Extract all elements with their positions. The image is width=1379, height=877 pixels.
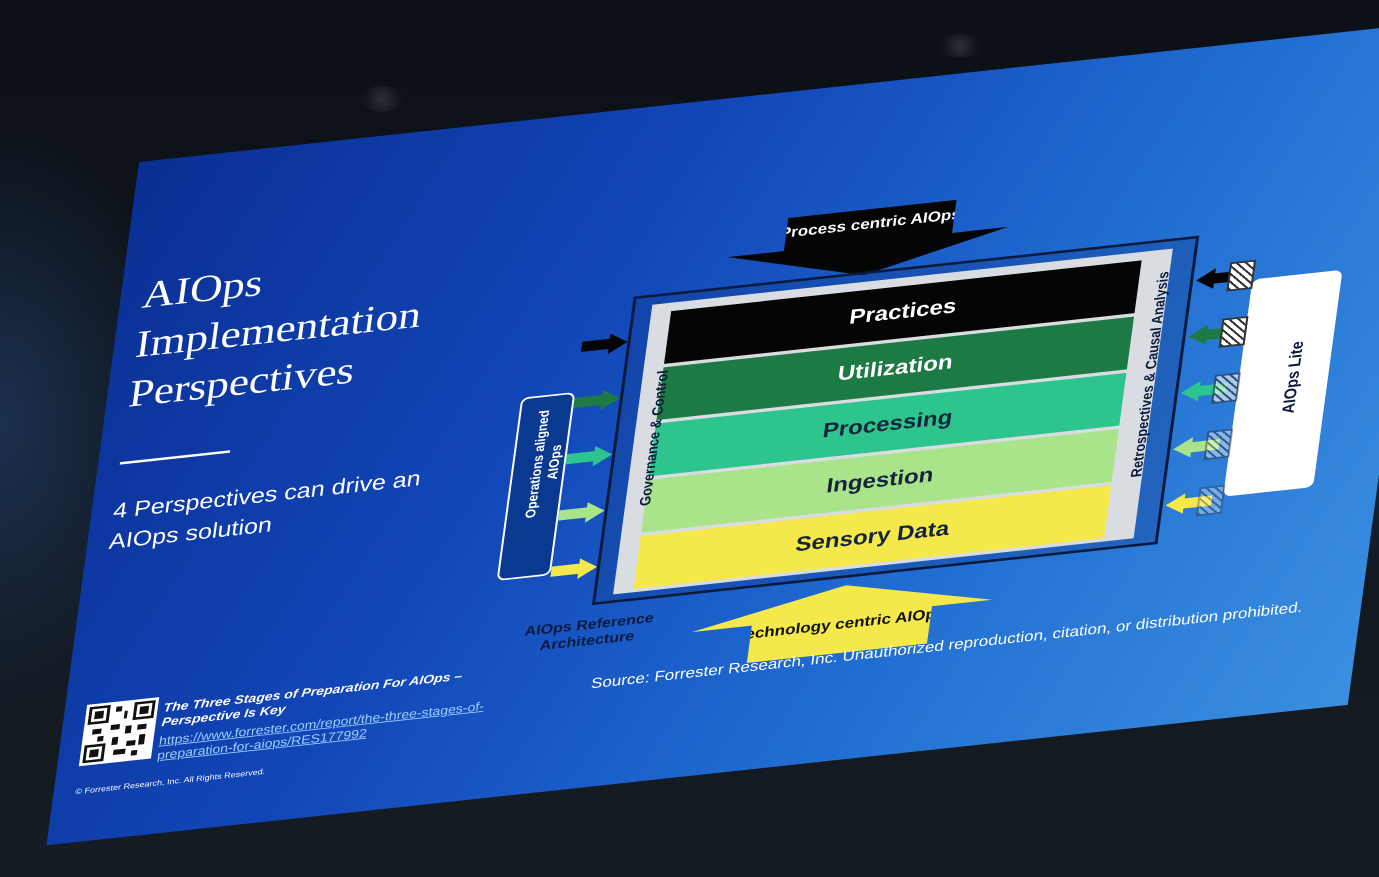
hatched-marker <box>1218 315 1249 348</box>
process-centric-label: Process centric AIOps <box>778 205 962 242</box>
hatched-marker <box>1226 259 1257 292</box>
reference-architecture-label: AIOps Reference Architecture <box>523 610 655 654</box>
slide-subtitle: 4 Perspectives can drive an AIOps soluti… <box>107 466 423 555</box>
ceiling-lamp <box>360 86 404 112</box>
ceiling-lamp <box>940 34 980 58</box>
slide-title: AIOps Implementation Perspectives <box>126 227 546 418</box>
left-arrow-processing <box>565 444 614 469</box>
qr-code-graphic <box>82 700 156 764</box>
source-citation: Source: Forrester Research, Inc. Unautho… <box>590 598 1304 692</box>
left-arrow-ingestion <box>557 500 606 525</box>
left-arrow-utilization <box>573 388 622 413</box>
hatched-marker <box>1210 372 1241 404</box>
projected-slide: AIOps Implementation Perspectives 4 Pers… <box>46 21 1379 846</box>
copyright-text: © Forrester Research, Inc. All Rights Re… <box>74 767 266 797</box>
title-divider <box>119 450 231 465</box>
hatched-marker <box>1195 484 1226 517</box>
left-arrow-practices <box>580 332 629 357</box>
hatched-marker <box>1203 428 1234 461</box>
qr-code[interactable] <box>78 697 160 767</box>
left-arrow-sensory-data <box>550 557 599 582</box>
